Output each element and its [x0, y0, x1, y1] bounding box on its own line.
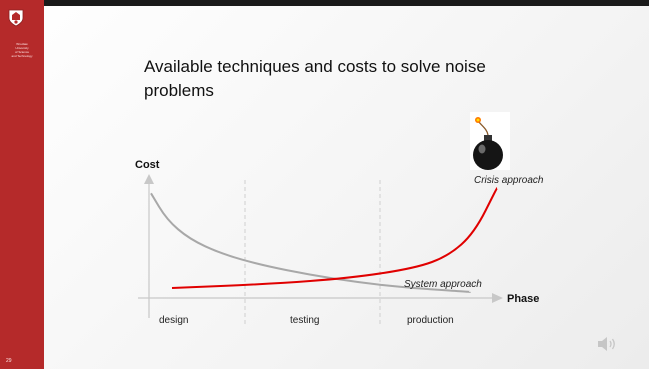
- institution-line: and Technology: [11, 54, 33, 58]
- page-number: 29: [6, 358, 12, 364]
- category-label-design: design: [159, 315, 188, 326]
- slide-title: Available techniques and costs to solve …: [144, 57, 486, 100]
- institution-line: Wrocław: [16, 42, 28, 46]
- institution-name: Wrocław University of Science and Techno…: [2, 42, 42, 58]
- x-axis-label: Phase: [507, 293, 539, 305]
- system-approach-curve: [150, 192, 471, 293]
- sidebar: Wrocław University of Science and Techno…: [0, 0, 44, 369]
- y-axis-arrow: [144, 174, 154, 184]
- category-label-production: production: [407, 315, 454, 326]
- crisis-approach-label: Crisis approach: [474, 175, 544, 186]
- university-crest-icon: [8, 9, 24, 27]
- y-axis-label: Cost: [135, 159, 160, 171]
- crisis-approach-curve: [171, 187, 498, 289]
- system-approach-label: System approach: [404, 279, 482, 290]
- x-axis-arrow: [492, 293, 503, 303]
- category-label-testing: testing: [290, 315, 319, 326]
- top-rule: [0, 0, 649, 6]
- speaker-icon[interactable]: [596, 335, 618, 353]
- institution-line: University: [15, 46, 29, 50]
- institution-line: of Science: [14, 50, 29, 54]
- bomb-icon: [470, 112, 510, 170]
